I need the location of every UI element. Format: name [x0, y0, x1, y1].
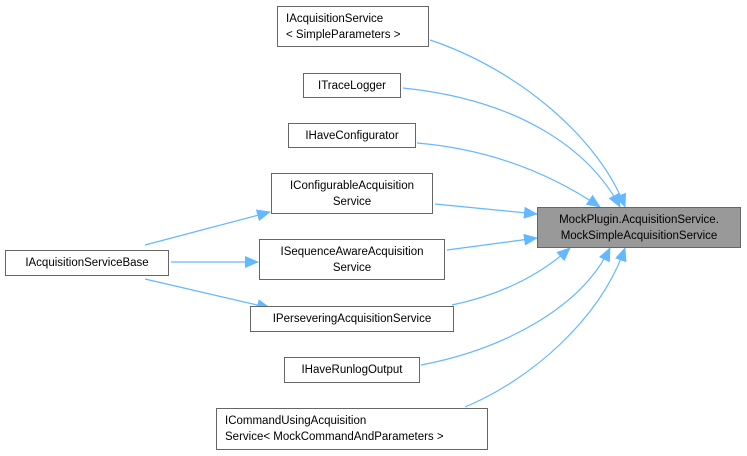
- edge-main-to-persevering-acq: [451, 247, 571, 306]
- node-main-class[interactable]: MockPlugin.AcquisitionService. MockSimpl…: [537, 207, 741, 248]
- node-persevering-acquisition-service[interactable]: IPerseveringAcquisitionService: [250, 306, 454, 332]
- node-trace-logger[interactable]: ITraceLogger: [303, 73, 401, 98]
- node-have-runlog-output[interactable]: IHaveRunlogOutput: [284, 357, 420, 383]
- edge-configurable-to-base: [144, 209, 271, 246]
- edge-main-to-command-using-acq: [464, 247, 627, 408]
- node-have-configurator[interactable]: IHaveConfigurator: [288, 123, 416, 148]
- node-acquisition-service-simple[interactable]: IAcquisitionService < SimpleParameters >: [277, 6, 429, 47]
- node-acquisition-service-base[interactable]: IAcquisitionServiceBase: [5, 250, 169, 276]
- node-command-using-acquisition-service[interactable]: ICommandUsingAcquisition Service< MockCo…: [216, 408, 488, 450]
- edge-main-to-have-configurator: [416, 142, 601, 208]
- edge-main-to-have-runlog: [420, 247, 611, 366]
- node-sequence-aware-acquisition-service[interactable]: ISequenceAwareAcquisition Service: [259, 239, 445, 280]
- edge-main-to-trace-logger: [402, 87, 621, 208]
- edge-persevering-to-base: [144, 278, 271, 311]
- edge-main-to-sequence-aware-acq: [446, 233, 538, 251]
- edge-main-to-configurable-acq: [434, 203, 538, 219]
- edge-main-to-acq-service-simple: [429, 39, 627, 208]
- node-configurable-acquisition-service[interactable]: IConfigurableAcquisition Service: [271, 173, 433, 214]
